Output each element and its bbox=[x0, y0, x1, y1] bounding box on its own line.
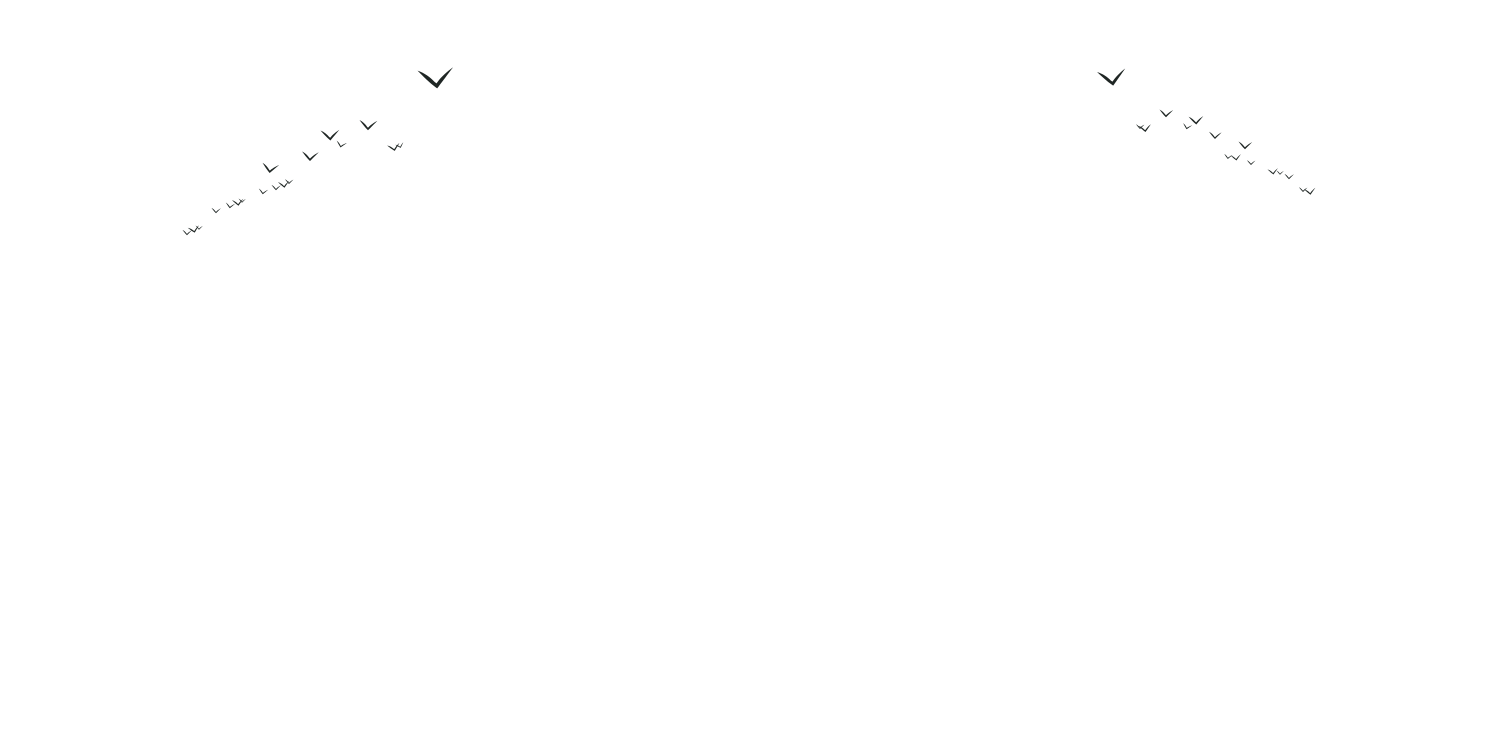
bird-scene bbox=[0, 0, 1500, 749]
sky-background bbox=[0, 0, 1500, 749]
